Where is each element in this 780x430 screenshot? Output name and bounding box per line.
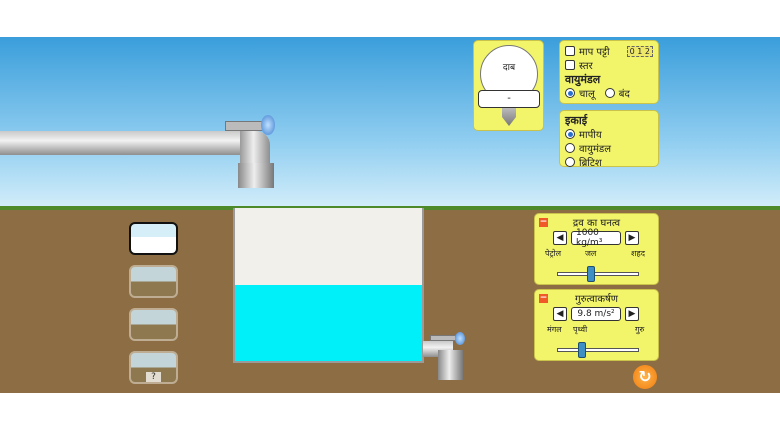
reset-button[interactable]: ↻ (633, 365, 657, 389)
units-atmosphere-radio[interactable] (565, 143, 575, 153)
gravity-decrease-button[interactable]: ◀ (553, 307, 567, 321)
ruler-checkbox[interactable] (565, 46, 575, 56)
collapse-button[interactable]: − (539, 217, 548, 227)
grid-label: स्तर (579, 61, 593, 72)
atmosphere-title: वायुमंडल (565, 72, 601, 86)
density-increase-button[interactable]: ▶ (625, 231, 639, 245)
gravity-label-earth: पृथ्वी (573, 325, 588, 334)
gravity-title: गुरुत्वाकर्षण (574, 294, 619, 305)
atmosphere-on-radio[interactable] (565, 88, 575, 98)
density-label-petrol: पेट्रोल (545, 249, 562, 258)
units-english-radio[interactable] (565, 157, 575, 167)
ruler-label: माप पट्टी (579, 47, 610, 58)
gauge-label: दाब (502, 63, 516, 73)
units-metric-label: मापीय (579, 130, 602, 141)
grid-checkbox[interactable] (565, 60, 575, 70)
density-slider-track[interactable] (557, 272, 639, 276)
pressure-gauge-panel[interactable]: दाब - (473, 40, 544, 131)
scene-chamber-pool-button[interactable] (129, 308, 178, 341)
units-english-label: ब्रिटिश (579, 158, 602, 169)
scene-trapezoid-pool-button[interactable] (129, 265, 178, 298)
units-panel: इकाई मापीय वायुमंडल ब्रिटिश (559, 110, 659, 169)
atmosphere-on-label: चालू (579, 89, 595, 100)
density-label-water: जल (585, 249, 597, 258)
gravity-label-jupiter: गुरु (635, 325, 645, 334)
atmosphere-off-radio[interactable] (604, 88, 615, 98)
fluid-density-panel: − द्रव का घनत्व ◀ 1000 kg/m³ ▶ पेट्रोल ज… (534, 213, 659, 285)
atmosphere-off-label: बंद (618, 89, 630, 100)
density-value: 1000 kg/m³ (571, 228, 621, 248)
ruler-icon: 0 1 2 (626, 45, 653, 57)
density-slider-thumb[interactable] (587, 266, 596, 282)
gauge-readout: - (478, 90, 540, 108)
gravity-increase-button[interactable]: ▶ (625, 307, 639, 321)
density-title: द्रव का घनत्व (572, 218, 621, 229)
reset-icon: ↻ (638, 367, 652, 386)
density-label-honey: शहद (631, 249, 645, 258)
water (235, 285, 422, 361)
gravity-slider-track[interactable] (557, 348, 639, 352)
units-metric-radio[interactable] (565, 129, 575, 139)
mystery-label: ? (146, 372, 161, 382)
units-atmosphere-label: वायुमंडल (579, 144, 612, 155)
options-panel: माप पट्टी 0 1 2 स्तर वायुमंडल चालू बंद (559, 40, 659, 104)
gravity-slider-thumb[interactable] (577, 342, 586, 358)
gravity-panel: − गुरुत्वाकर्षण ◀ 9.8 m/s² ▶ मंगल पृथ्वी… (534, 289, 659, 361)
density-decrease-button[interactable]: ◀ (553, 231, 567, 245)
pool (233, 208, 424, 363)
collapse-button[interactable]: − (539, 293, 548, 303)
scene-square-pool-button[interactable] (129, 222, 178, 255)
sky (0, 37, 780, 209)
faucet-handle-icon[interactable] (261, 115, 275, 135)
scene-mystery-pool-button[interactable]: ? (129, 351, 178, 384)
units-title: इकाई (565, 113, 588, 127)
gauge-probe-icon (502, 108, 516, 126)
gravity-label-mars: मंगल (547, 325, 562, 334)
gravity-value: 9.8 m/s² (571, 307, 621, 321)
faucet-handle-icon[interactable] (455, 332, 465, 345)
